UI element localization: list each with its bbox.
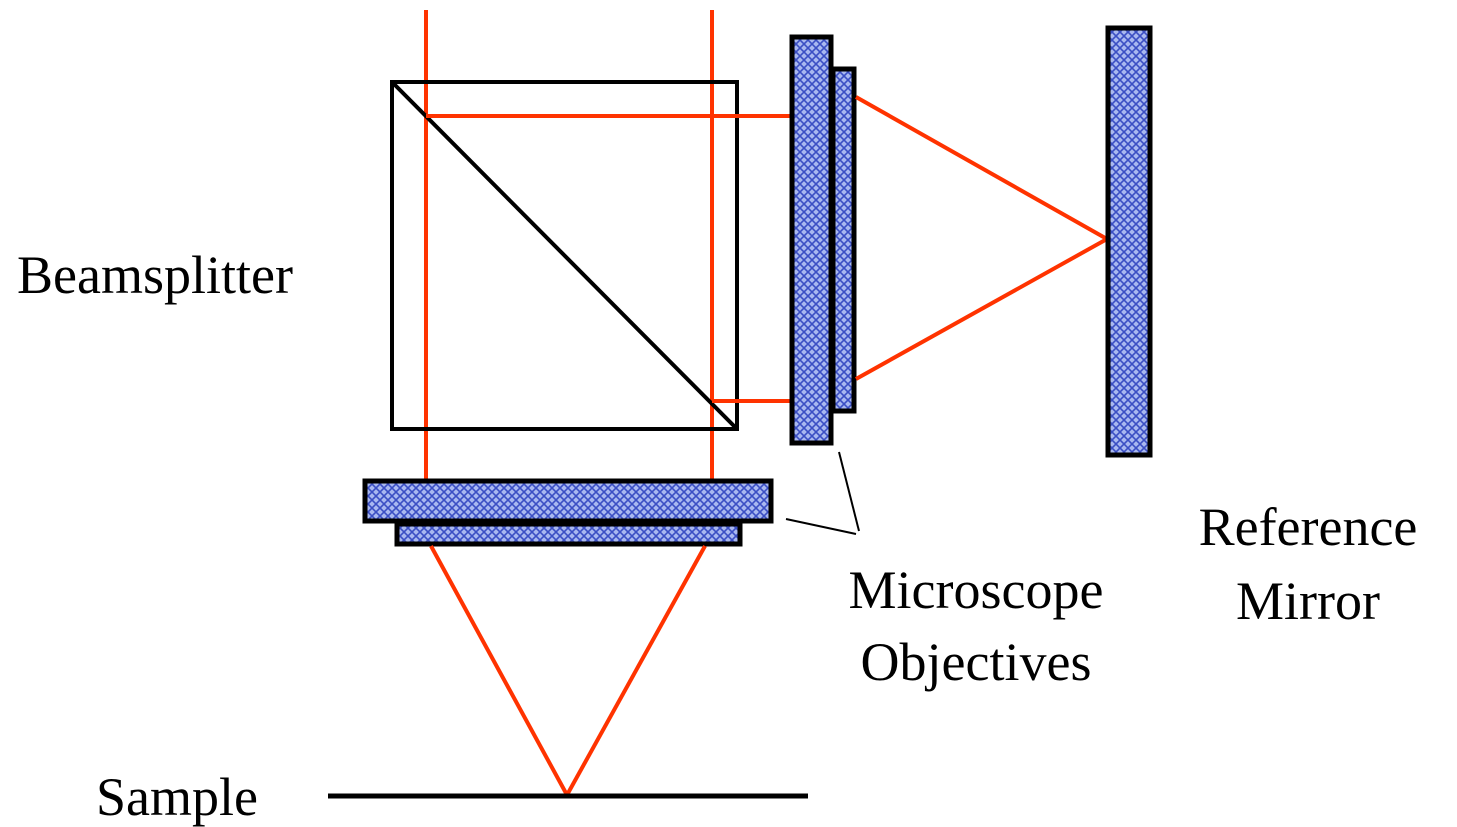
- reference-objective-lens-large: [789, 34, 834, 446]
- beamsplitter-cube: [390, 80, 739, 431]
- sample-objective-lens-large: [362, 478, 774, 524]
- sample-label: Sample: [96, 767, 258, 827]
- reference-mirror-label-line2: Mirror: [1236, 571, 1380, 631]
- reference-mirror: [1105, 25, 1153, 458]
- objectives-leader-line-lower: [785, 518, 857, 535]
- sample-focus-beam-right: [565, 545, 707, 796]
- reference-focus-beam-bottom: [855, 237, 1108, 381]
- objectives-leader-line-upper: [838, 451, 860, 532]
- reference-objective-lens-small: [830, 66, 857, 414]
- beamsplitter-label: Beamsplitter: [17, 245, 293, 305]
- reference-focus-beam-top: [855, 95, 1108, 241]
- beamsplitter-diagonal: [390, 80, 739, 431]
- reference-mirror-label-line1: Reference: [1199, 497, 1418, 557]
- sample-focus-beam-left: [429, 545, 569, 796]
- sample-objective-lens-small: [394, 521, 743, 547]
- microscope-objectives-label-line2: Objectives: [861, 632, 1092, 692]
- microscope-objectives-label-line1: Microscope: [849, 560, 1104, 620]
